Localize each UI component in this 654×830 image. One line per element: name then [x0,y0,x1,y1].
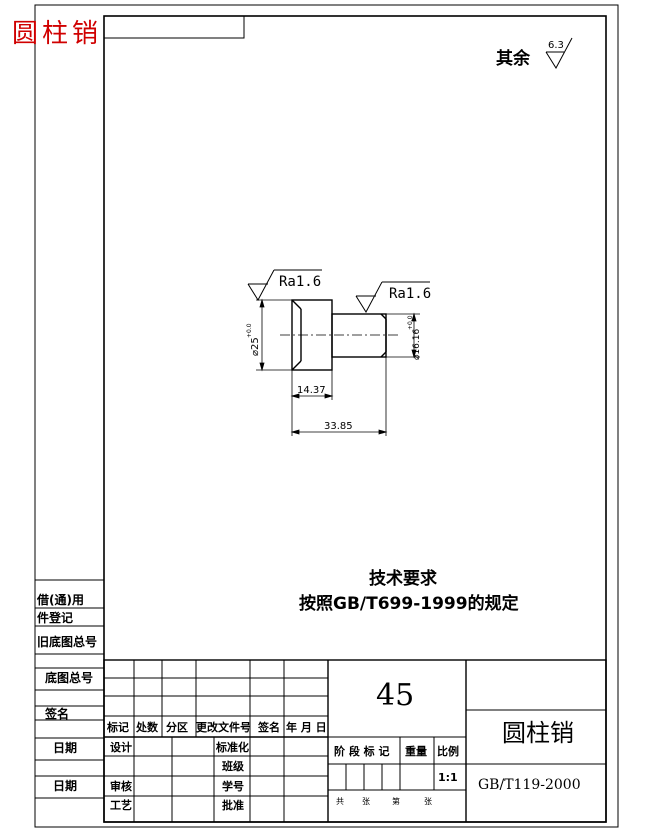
inner-frame [103,15,607,823]
part-outline [291,299,387,371]
roughness-symbol-icon [545,37,573,69]
col-date: 年 月 日 [286,720,327,734]
left-strip-row7: 日期 [53,778,77,793]
dim-large-diameter-tol: +0.0 [246,323,253,338]
roughness-right-label: Ra1.6 [389,286,431,302]
title-material: 45 [376,678,414,713]
title-block-grid [103,659,607,823]
notes-title: 技术要求 [369,568,437,589]
part-title-header: 圆柱销 [12,19,102,49]
dim-short-length-label: 14.37 [297,385,326,396]
left-strip-grid [35,579,104,799]
dim-large-diameter-label: ⌀25 [250,337,261,356]
dim-total-length-label: 33.85 [324,421,353,432]
col-count: 处数 [135,720,159,734]
left-strip-row3: 旧底图总号 [37,634,97,649]
top-label-box [103,15,245,39]
left-strip-row6: 日期 [53,740,77,755]
dim-short-length [290,357,334,400]
notes-body: 按照GB/T699-1999的规定 [299,593,519,614]
sheets-total: 共 [336,797,344,806]
surface-other-value: 6.3 [548,40,564,51]
sheets-word: 张 [362,797,370,806]
col-mark: 标记 [106,720,129,734]
dim-small-diameter-tol: +0.0 [407,315,414,330]
left-strip-row1: 借(通)用 [36,592,84,607]
row-check: 审核 [110,779,132,793]
surface-other-label: 其余 [496,48,531,69]
col-doc: 更改文件号 [196,720,251,734]
row-standardize: 标准化 [215,740,249,754]
row-class: 班级 [222,759,245,773]
dim-small-diameter-label: ⌀16.16 [412,329,422,360]
sheet-no: 第 [392,796,400,806]
dim-total-length [290,357,388,436]
left-strip-row2: 件登记 [37,610,73,625]
outer-frame [34,4,619,828]
sheet-word: 张 [424,797,432,806]
left-strip-row4: 底图总号 [45,670,93,685]
col-zone: 分区 [166,720,188,734]
title-part-name: 圆柱销 [502,719,574,747]
title-standard: GB/T119-2000 [478,777,581,793]
col-weight: 重量 [405,744,427,758]
title-scale: 1:1 [438,771,458,784]
row-process: 工艺 [110,798,132,812]
left-strip-row5: 签名 [44,706,69,721]
row-student-no: 学号 [222,779,244,793]
roughness-left-label: Ra1.6 [279,274,321,290]
roughness-right-icon [355,281,430,313]
row-design: 设计 [110,740,132,754]
col-stage: 阶 段 标 记 [334,744,390,758]
dim-large-diameter [256,298,292,372]
col-sign: 签名 [257,720,280,734]
col-ratio: 比例 [437,744,459,758]
row-approve: 批准 [222,798,244,812]
dim-small-diameter [386,312,420,359]
